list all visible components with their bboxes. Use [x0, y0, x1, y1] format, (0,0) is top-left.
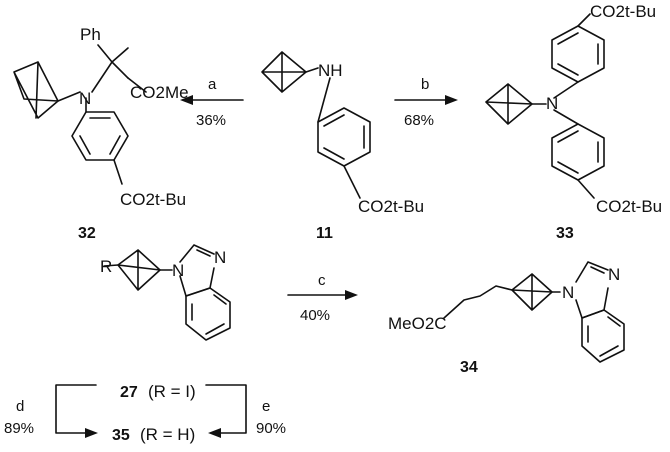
bond-n-32	[57, 44, 129, 102]
step-a-letter: a	[208, 76, 217, 93]
arrow-d-head	[85, 428, 98, 438]
chain-34	[443, 285, 513, 319]
ph-label: Ph	[80, 25, 101, 44]
arrow-d-line	[55, 384, 97, 434]
benzo-27	[185, 287, 231, 341]
bcp-cage-34	[511, 273, 553, 311]
arrow-e-head	[208, 428, 221, 438]
tbu-top-label-33: CO2t-Bu	[590, 2, 656, 21]
arrow-e-line	[205, 384, 247, 434]
n1-label-34: N	[562, 283, 574, 302]
imidazole-34-double	[590, 266, 605, 274]
n-label-33: N	[546, 94, 558, 113]
arrow-step-c: c 40%	[287, 272, 358, 324]
bcp-cage-32	[13, 61, 59, 119]
compound-number-35: 35	[112, 427, 130, 444]
arrow-c-head	[345, 290, 358, 300]
nh-label-11: NH	[318, 61, 343, 80]
step-e-yield: 90%	[256, 420, 286, 437]
step-b-yield: 68%	[404, 112, 434, 129]
compound-number-33: 33	[556, 225, 574, 242]
benzo-34-double	[587, 316, 621, 357]
benzene-11	[317, 107, 371, 167]
tbu-bottom-label-33: CO2t-Bu	[596, 197, 662, 216]
bond-ring-ester-11	[343, 165, 361, 199]
r-equals-h-label: (R = H)	[140, 425, 195, 444]
compound-27-label: 27 (R = I)	[120, 382, 196, 401]
arrow-b-head	[445, 95, 458, 105]
ester-label-34: MeO2C	[388, 314, 447, 333]
benzo-27-double	[191, 294, 227, 335]
compound-32: Ph CO2Me N CO2t-Bu 32	[13, 25, 189, 242]
benzene-11-double	[323, 114, 365, 160]
tbu-label-11: CO2t-Bu	[358, 197, 424, 216]
arrow-step-d: d 89%	[4, 384, 98, 438]
step-c-yield: 40%	[300, 307, 330, 324]
compound-number-27: 27	[120, 384, 138, 401]
n3-label-34: N	[608, 265, 620, 284]
bond-nh-ring-11	[317, 77, 331, 123]
ester-label-32: CO2Me	[130, 83, 189, 102]
step-a-yield: 36%	[196, 112, 226, 129]
step-d-letter: d	[16, 398, 24, 415]
arrow-step-e: e 90%	[205, 384, 286, 438]
n3-label-27: N	[214, 248, 226, 267]
compound-number-11: 11	[316, 225, 333, 242]
bond-top-ester-33	[577, 13, 591, 27]
compound-35-label: 35 (R = H)	[112, 425, 195, 444]
step-e-letter: e	[262, 398, 270, 415]
imidazole-27-double	[196, 249, 211, 257]
compound-27: R N N	[100, 244, 231, 341]
bcp-cage-33	[485, 83, 533, 125]
step-d-yield: 89%	[4, 420, 34, 437]
r-label-27: R	[100, 257, 112, 276]
arrow-a-head	[180, 95, 193, 105]
r-equals-i-label: (R = I)	[148, 382, 196, 401]
benzene-32-double	[79, 117, 121, 155]
compound-33: N CO2t-Bu CO2t-Bu 33	[485, 2, 662, 242]
bond-nh-11	[305, 67, 319, 73]
bond-n-top-33	[553, 81, 579, 99]
benzene-33-top	[551, 25, 605, 83]
benzene-33-top-double	[557, 32, 599, 76]
n-label-32: N	[79, 89, 91, 108]
n1-label-27: N	[172, 261, 184, 280]
bond-n-bottom-33	[553, 109, 579, 125]
bcp-cage-27	[117, 249, 161, 291]
arrow-step-b: b 68%	[394, 76, 458, 129]
benzene-33-bottom-double	[557, 130, 599, 174]
compound-number-32: 32	[78, 225, 96, 242]
compound-11: NH CO2t-Bu 11	[261, 51, 424, 242]
compound-34: MeO2C N N 34	[388, 261, 625, 376]
bond-ester-32	[127, 77, 147, 93]
tbu-label-32: CO2t-Bu	[120, 190, 186, 209]
bond-r-27	[103, 264, 119, 267]
bond-bottom-ester-33	[577, 179, 595, 199]
compound-number-34: 34	[460, 359, 478, 376]
benzo-34	[581, 309, 625, 363]
benzene-33-bottom	[551, 123, 605, 181]
step-c-letter: c	[318, 272, 326, 289]
bcp-cage-11	[261, 51, 307, 93]
arrow-step-a: a 36%	[180, 76, 244, 129]
bond-ring-ester-32	[113, 159, 123, 185]
step-b-letter: b	[421, 76, 429, 93]
